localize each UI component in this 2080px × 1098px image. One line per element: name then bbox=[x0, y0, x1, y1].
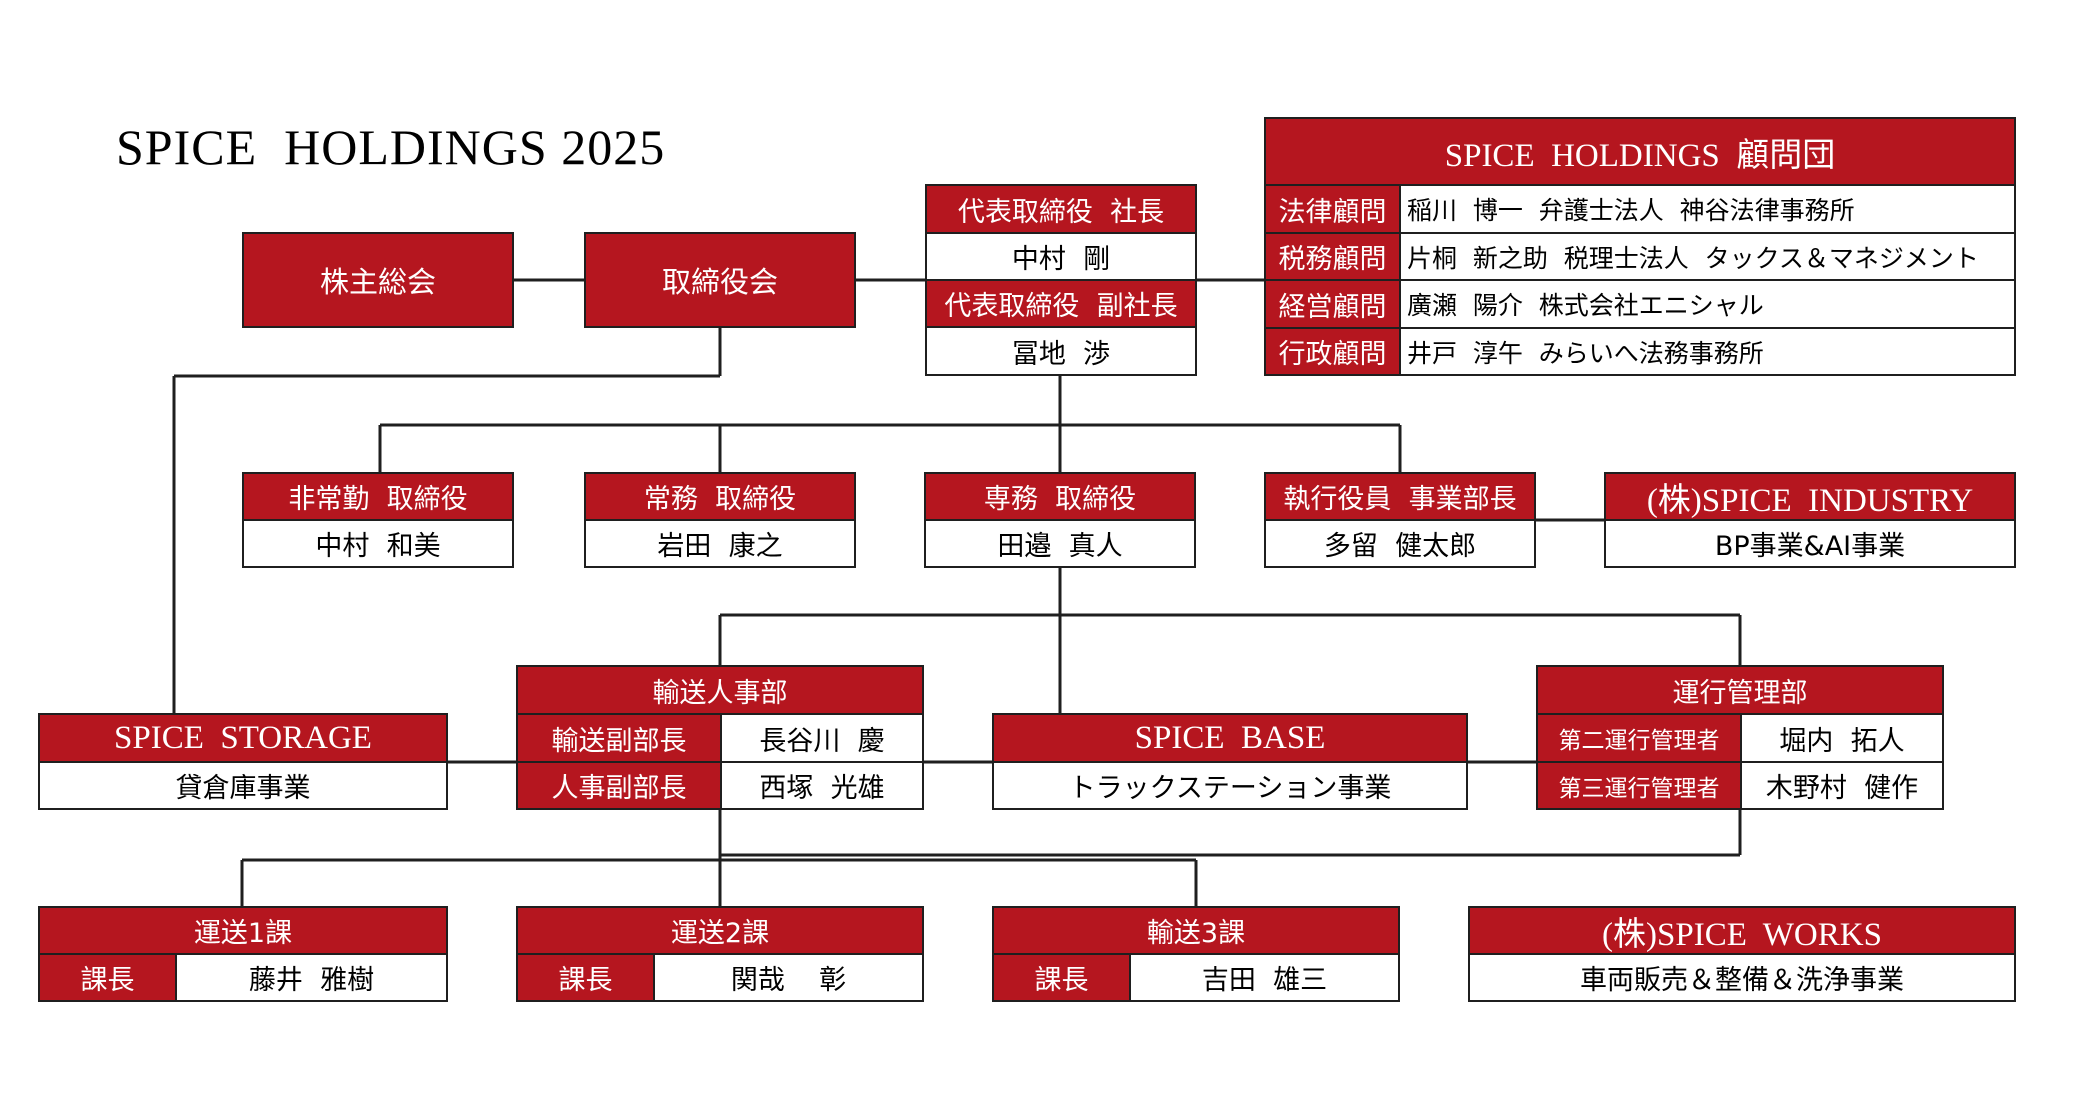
president-title: 代表取締役 社長 bbox=[927, 186, 1195, 234]
transport-hr-header: 輸送人事部 bbox=[518, 667, 922, 715]
director-name: 岩田 康之 bbox=[586, 521, 854, 566]
director-title: 非常勤 取締役 bbox=[244, 474, 512, 521]
vp-name: 冨地 渉 bbox=[927, 328, 1195, 374]
advisors-header: SPICE HOLDINGS 顧問団 bbox=[1266, 119, 2014, 186]
section-role: 課長 bbox=[518, 955, 655, 1000]
director-name: 多留 健太郎 bbox=[1266, 521, 1534, 566]
section-title: 輸送3課 bbox=[994, 908, 1398, 955]
advisor-role: 経営顧問 bbox=[1266, 281, 1401, 329]
transport-hr-role: 輸送副部長 bbox=[518, 715, 722, 763]
works-box: (株)SPICE WORKS 車両販売＆整備＆洗浄事業 bbox=[1468, 906, 2016, 1002]
industry-title: (株)SPICE INDUSTRY bbox=[1606, 474, 2014, 521]
page-title: SPICE HOLDINGS 2025 bbox=[116, 119, 666, 175]
operations-box: 運行管理部 第二運行管理者 堀内 拓人 第三運行管理者 木野村 健作 bbox=[1536, 665, 1944, 810]
representatives-box: 代表取締役 社長 中村 剛 代表取締役 副社長 冨地 渉 bbox=[925, 184, 1197, 376]
advisor-role: 行政顧問 bbox=[1266, 329, 1401, 374]
industry-business: BP事業&AI事業 bbox=[1606, 521, 2014, 566]
board-box: 取締役会 bbox=[584, 232, 856, 328]
advisor-name: 井戸 淳午 みらいへ法務事務所 bbox=[1401, 329, 2014, 374]
section-box-3: 輸送3課 課長 吉田 雄三 bbox=[992, 906, 1400, 1002]
operations-header: 運行管理部 bbox=[1538, 667, 1942, 715]
transport-hr-name: 長谷川 慶 bbox=[722, 715, 922, 763]
president-name: 中村 剛 bbox=[927, 234, 1195, 281]
shareholders-label: 株主総会 bbox=[244, 234, 512, 326]
advisor-role: 税務顧問 bbox=[1266, 234, 1401, 281]
director-box-senior: 専務 取締役 田邉 真人 bbox=[924, 472, 1196, 568]
director-name: 中村 和美 bbox=[244, 521, 512, 566]
base-title: SPICE BASE bbox=[994, 715, 1466, 763]
advisor-name: 廣瀬 陽介 株式会社エニシャル bbox=[1401, 281, 2014, 329]
works-business: 車両販売＆整備＆洗浄事業 bbox=[1470, 955, 2014, 1000]
base-box: SPICE BASE トラックステーション事業 bbox=[992, 713, 1468, 810]
base-business: トラックステーション事業 bbox=[994, 763, 1466, 808]
director-title: 執行役員 事業部長 bbox=[1266, 474, 1534, 521]
board-label: 取締役会 bbox=[586, 234, 854, 326]
vp-title: 代表取締役 副社長 bbox=[927, 281, 1195, 328]
director-name: 田邉 真人 bbox=[926, 521, 1194, 566]
section-name: 藤井 雅樹 bbox=[177, 955, 446, 1000]
section-name: 吉田 雄三 bbox=[1131, 955, 1398, 1000]
operations-name: 堀内 拓人 bbox=[1742, 715, 1942, 763]
industry-box: (株)SPICE INDUSTRY BP事業&AI事業 bbox=[1604, 472, 2016, 568]
section-box-2: 運送2課 課長 関哉 彰 bbox=[516, 906, 924, 1002]
transport-hr-box: 輸送人事部 輸送副部長 長谷川 慶 人事副部長 西塚 光雄 bbox=[516, 665, 924, 810]
director-box-managing: 常務 取締役 岩田 康之 bbox=[584, 472, 856, 568]
section-role: 課長 bbox=[994, 955, 1131, 1000]
director-title: 専務 取締役 bbox=[926, 474, 1194, 521]
advisor-name: 稲川 博一 弁護士法人 神谷法律事務所 bbox=[1401, 186, 2014, 234]
works-title: (株)SPICE WORKS bbox=[1470, 908, 2014, 955]
operations-role: 第二運行管理者 bbox=[1538, 715, 1742, 763]
storage-box: SPICE STORAGE 貸倉庫事業 bbox=[38, 713, 448, 810]
advisors-box: SPICE HOLDINGS 顧問団 法律顧問 稲川 博一 弁護士法人 神谷法律… bbox=[1264, 117, 2016, 376]
section-name: 関哉 彰 bbox=[655, 955, 922, 1000]
storage-business: 貸倉庫事業 bbox=[40, 763, 446, 808]
transport-hr-role: 人事副部長 bbox=[518, 763, 722, 808]
storage-title: SPICE STORAGE bbox=[40, 715, 446, 763]
transport-hr-name: 西塚 光雄 bbox=[722, 763, 922, 808]
director-title: 常務 取締役 bbox=[586, 474, 854, 521]
director-box-executive: 執行役員 事業部長 多留 健太郎 bbox=[1264, 472, 1536, 568]
section-title: 運送1課 bbox=[40, 908, 446, 955]
section-title: 運送2課 bbox=[518, 908, 922, 955]
section-role: 課長 bbox=[40, 955, 177, 1000]
section-box-1: 運送1課 課長 藤井 雅樹 bbox=[38, 906, 448, 1002]
advisor-name: 片桐 新之助 税理士法人 タックス＆マネジメント bbox=[1401, 234, 2014, 281]
shareholders-box: 株主総会 bbox=[242, 232, 514, 328]
operations-role: 第三運行管理者 bbox=[1538, 763, 1742, 808]
director-box-parttime: 非常勤 取締役 中村 和美 bbox=[242, 472, 514, 568]
operations-name: 木野村 健作 bbox=[1742, 763, 1942, 808]
advisor-role: 法律顧問 bbox=[1266, 186, 1401, 234]
